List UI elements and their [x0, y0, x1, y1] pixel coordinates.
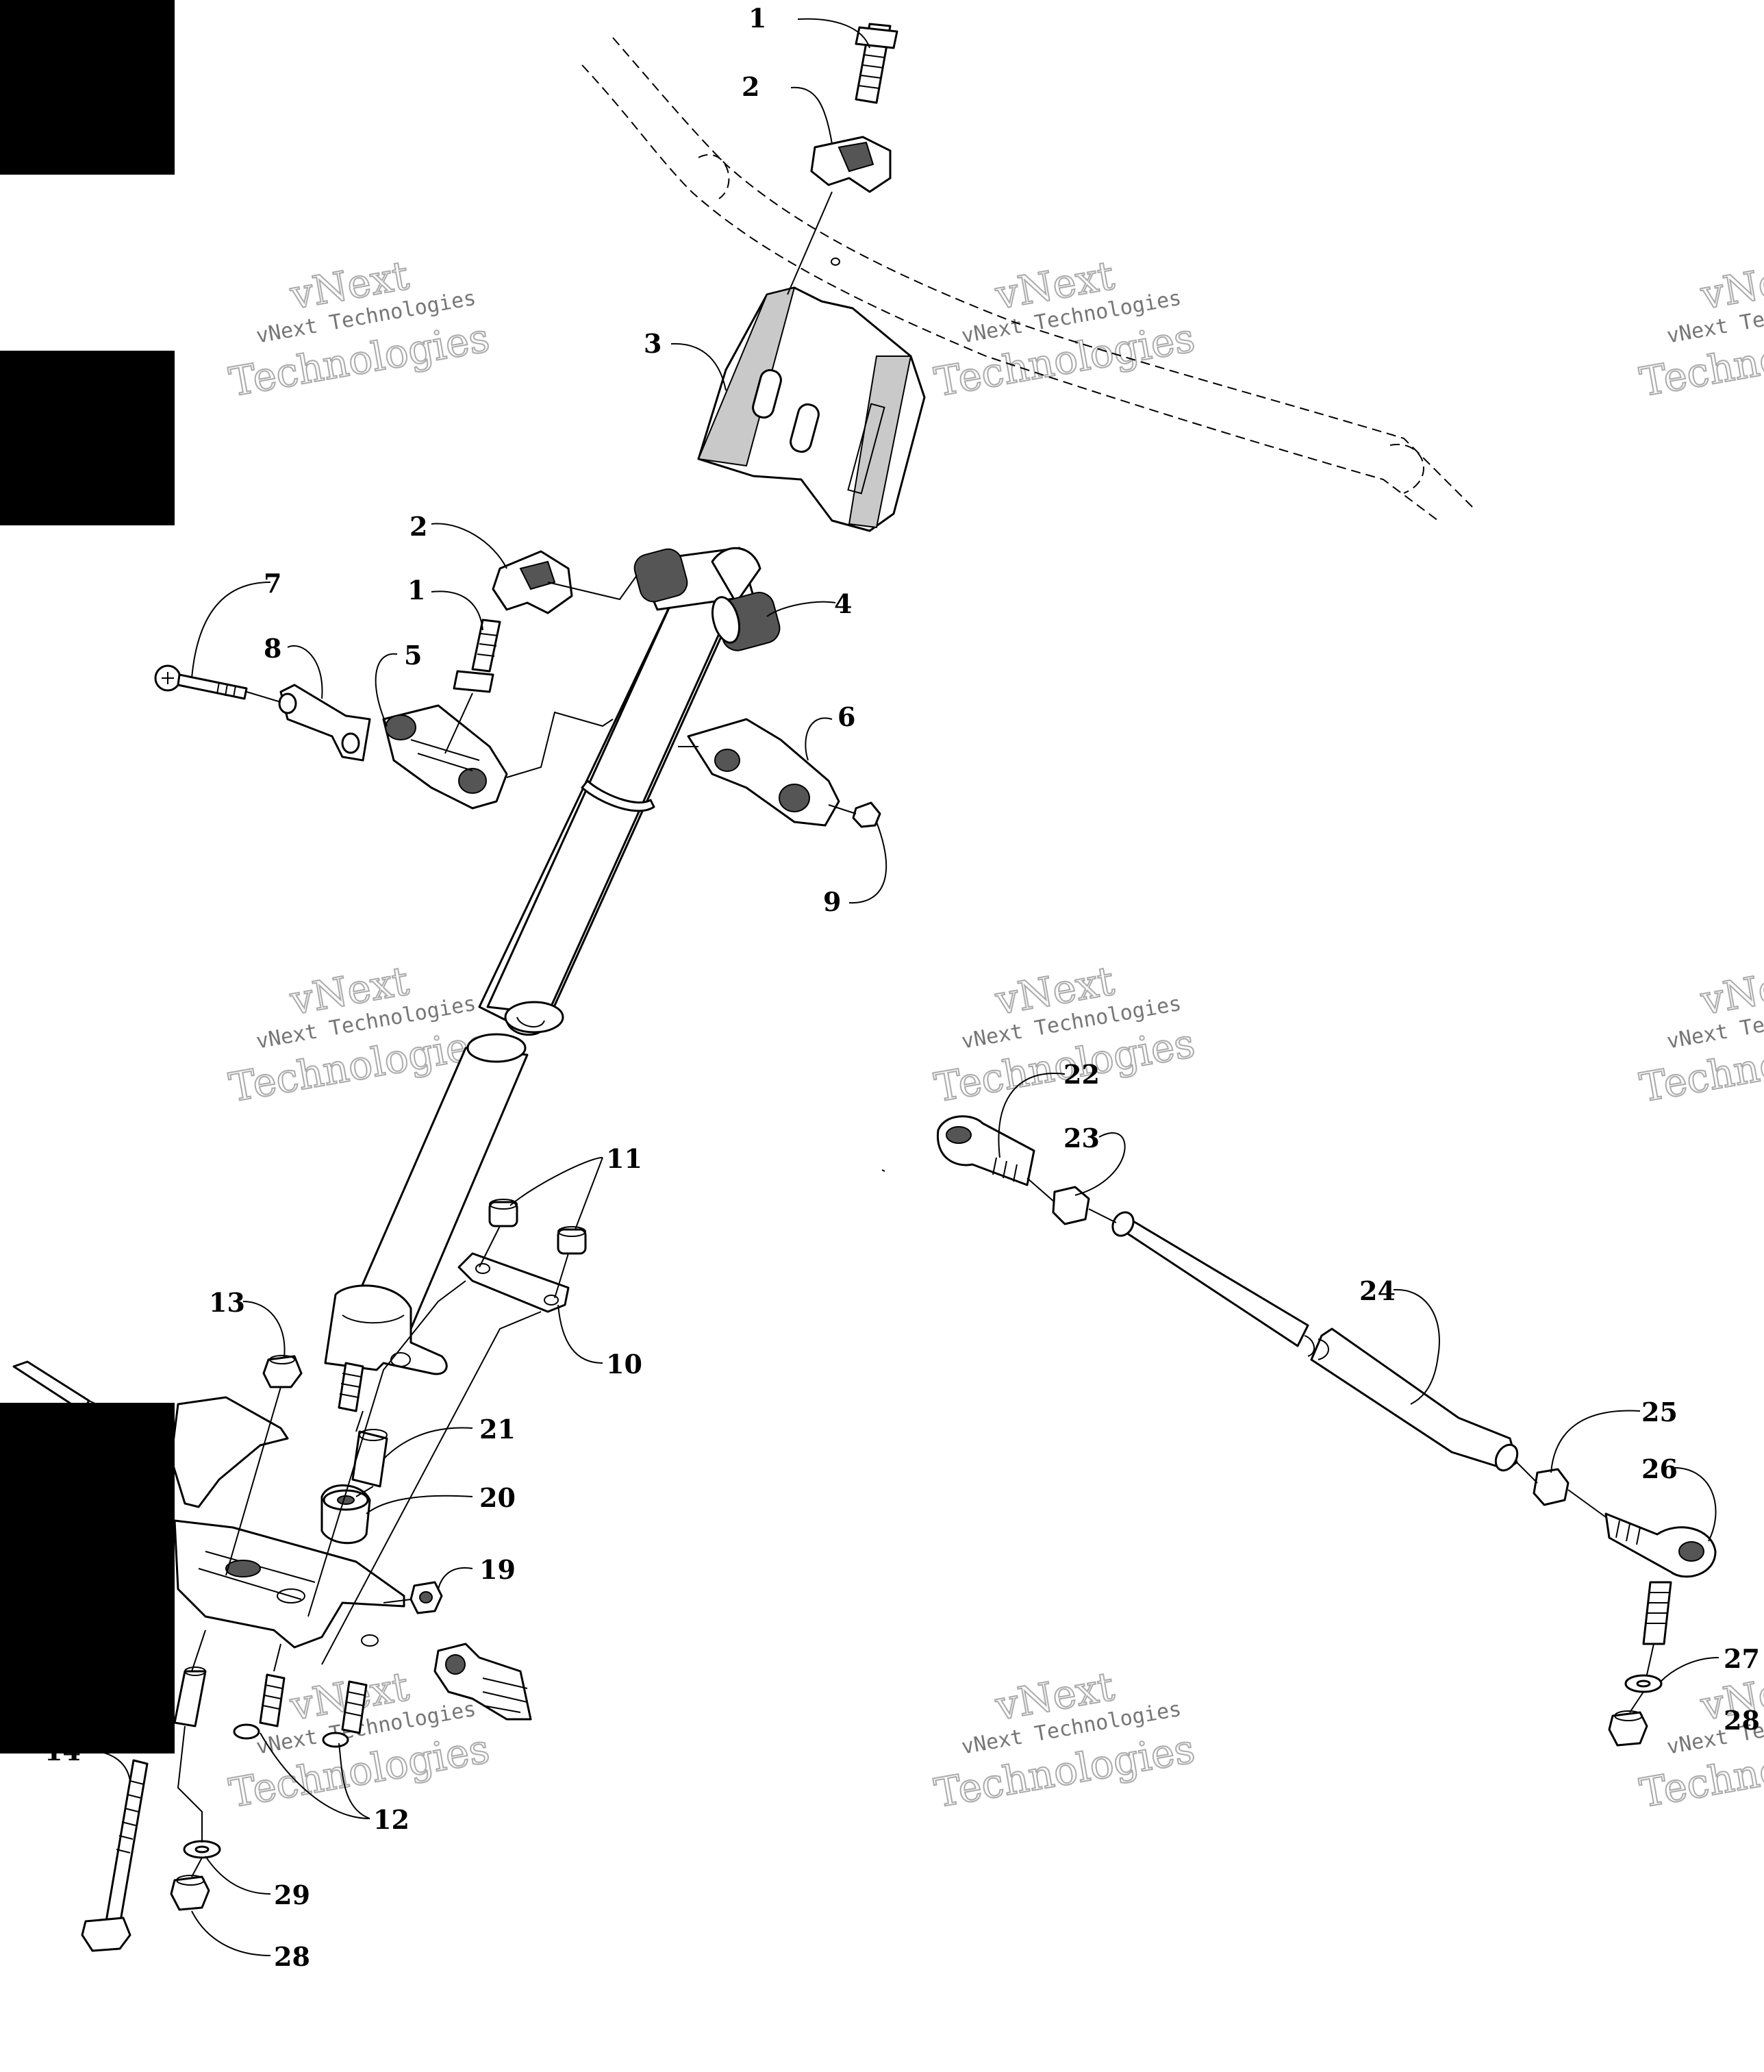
part-1-bolt-mid: [453, 619, 501, 693]
spacer-tube: [173, 1667, 207, 1727]
callout-7: 7: [264, 568, 281, 599]
handlebar-phantom: [581, 37, 1473, 521]
part-21-spacer: [351, 1429, 388, 1488]
callout-12: 12: [373, 1804, 410, 1835]
part-19-nut: [410, 1581, 443, 1614]
callout-28-left: 28: [274, 1941, 310, 1972]
callout-labels: 1 2 3 2 1 4 7 8 5 6 9 11 13 10 21 20 19 …: [45, 3, 1760, 1972]
callout-1-top: 1: [748, 3, 766, 34]
part-8-bracket: [278, 684, 371, 762]
part-20-bushing: [320, 1484, 371, 1545]
callout-27: 27: [1724, 1643, 1760, 1674]
part-7-long-bolt: [154, 664, 248, 700]
part-3-riser-block: [697, 286, 926, 532]
callout-26: 26: [1641, 1453, 1678, 1484]
part-14-long-bolt: [12, 1360, 149, 1952]
callout-25: 25: [1641, 1397, 1678, 1427]
part-11-bushings: [488, 1199, 587, 1255]
callout-21: 21: [479, 1414, 516, 1445]
stray-mark: [881, 1169, 885, 1172]
redaction-block: [0, 1403, 175, 1753]
callout-4: 4: [834, 588, 852, 619]
part-5-lower-clamp: [382, 704, 508, 810]
part-29-washer: [183, 1840, 221, 1859]
callout-23: 23: [1063, 1123, 1100, 1153]
callout-9: 9: [823, 886, 841, 917]
callout-6: 6: [837, 701, 855, 732]
watermark-group: vNext vNext Technologies Technologies vN…: [225, 251, 1764, 1818]
callout-11: 11: [606, 1143, 642, 1174]
callout-2-mid: 2: [410, 511, 427, 542]
redaction-block: [0, 0, 175, 175]
part-6-clamp-half: [687, 718, 840, 827]
redaction-blocks: [0, 0, 175, 1753]
part-12-studs: [233, 1673, 368, 1748]
part-1-bolt-top: [855, 23, 898, 104]
tie-rod-assembly: [937, 1115, 1717, 1747]
part-28-nut-lower: [170, 1875, 210, 1911]
callout-19: 19: [479, 1554, 516, 1585]
callout-22: 22: [1063, 1059, 1100, 1090]
lower-tierod-stub: [433, 1643, 532, 1721]
callout-28-right: 28: [1724, 1705, 1760, 1736]
steering-column: [324, 547, 781, 1412]
callout-2-top: 2: [742, 71, 759, 102]
callout-1-mid: 1: [407, 575, 425, 606]
callout-5: 5: [404, 640, 422, 671]
callout-13: 13: [209, 1287, 245, 1318]
callout-24: 24: [1359, 1275, 1396, 1306]
part-2-clamp-mid: [492, 550, 573, 614]
callout-29: 29: [274, 1880, 310, 1910]
callout-8: 8: [264, 633, 281, 664]
part-2-clamp-top: [810, 136, 892, 193]
redaction-block: [0, 351, 175, 525]
part-13-nut: [262, 1355, 303, 1388]
callout-20: 20: [479, 1482, 516, 1513]
callout-10: 10: [606, 1349, 642, 1380]
lower-support-bracket: [170, 1396, 405, 1649]
part-10-plate: [457, 1252, 570, 1313]
callout-3: 3: [644, 328, 662, 359]
part-9-nut: [852, 801, 881, 828]
